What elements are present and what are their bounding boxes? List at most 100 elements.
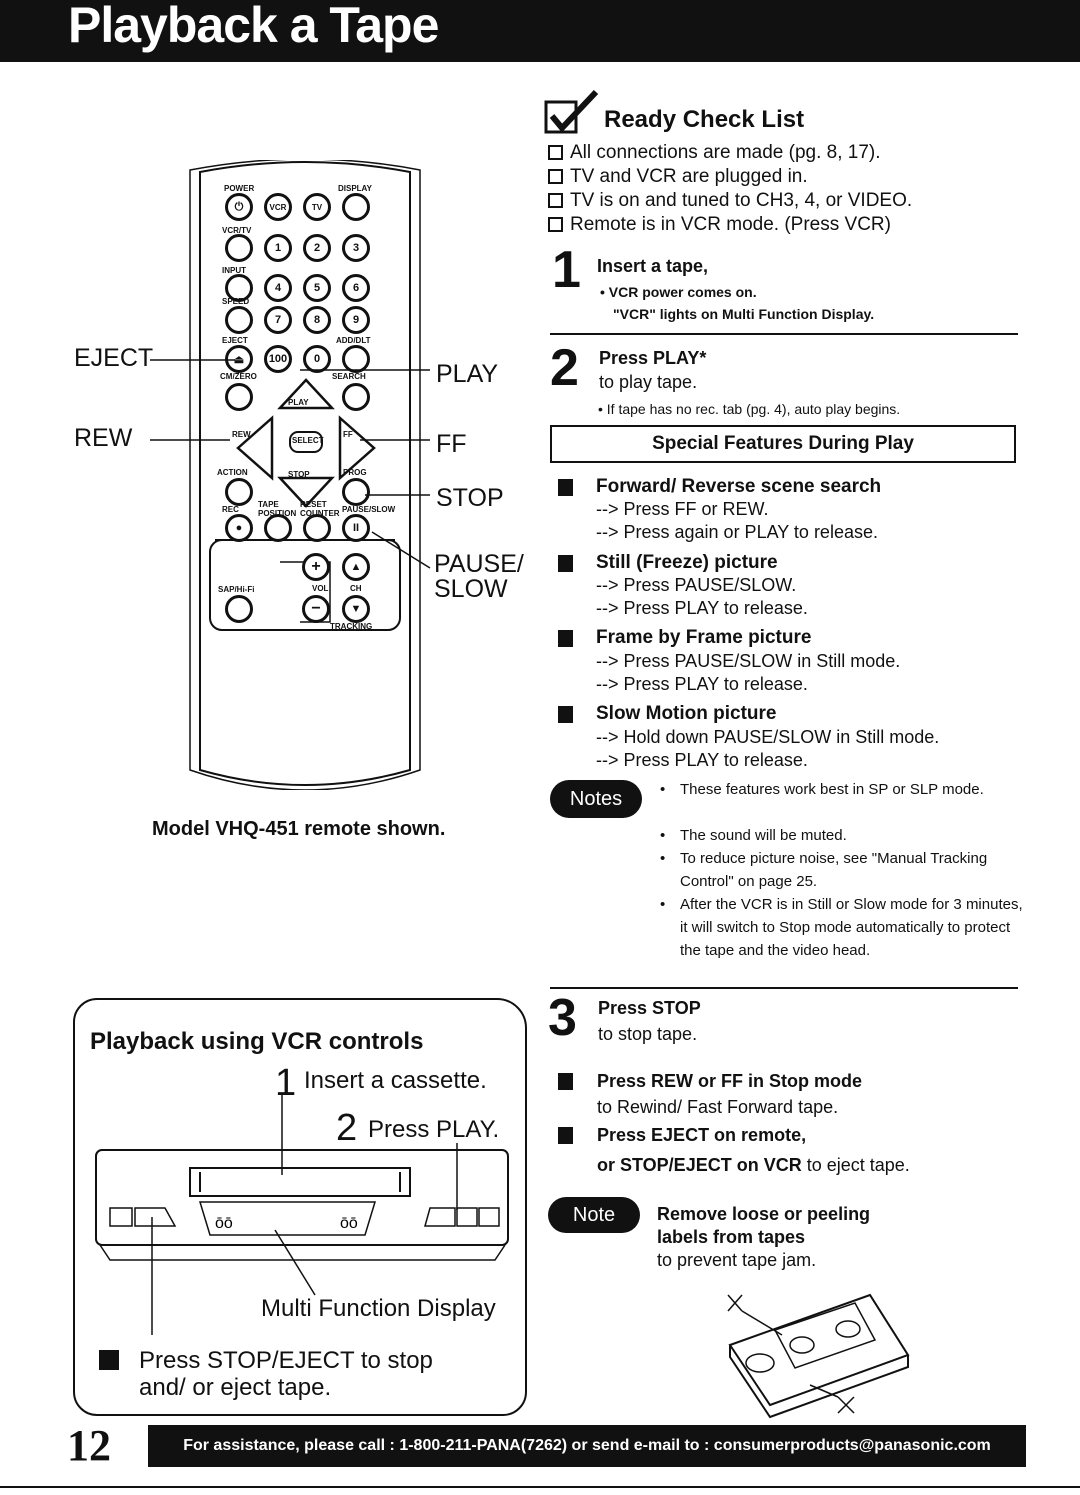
sapmhifi-label: SAP/Hi-Fi [218,585,255,594]
eject-text-rest: to eject tape. [801,1155,910,1175]
vcr-stop-text: Press STOP/EJECT to stop [139,1347,433,1374]
note2-title: labels from tapes [657,1227,806,1247]
note-item: The sound will be muted. [660,824,1025,847]
checkbox-icon [548,145,563,160]
step1-note: "VCR" lights on Multi Function Display. [613,306,875,322]
ch-label: CH [350,584,362,593]
vol-down-button: − [302,595,330,623]
sapmhifi-button [225,595,253,623]
bullet-square-icon [558,706,573,723]
eject-label: EJECT [222,336,248,345]
vol-up-button: + [302,553,330,581]
play-key-label: PLAY [288,398,309,407]
prog-label: PROG [343,468,367,477]
rew-ff-title: Press REW or FF in Stop mode [597,1071,863,1091]
vcr-button: VCR [264,193,292,221]
pause-slow-button: II [342,514,370,542]
divider [550,987,1018,989]
feature-title: Frame by Frame picture [596,627,812,648]
checkbox-icon [548,169,563,184]
digit-8-button: 8 [303,306,331,334]
note-item: To reduce picture noise, see "Manual Tra… [660,847,1025,893]
feature-line: --> Press again or PLAY to release. [596,522,878,542]
checkbox-icon [548,217,563,232]
vcr-step2-text: Press PLAY. [368,1116,500,1143]
digit-7-button: 7 [264,306,292,334]
checklist-item-text: Remote is in VCR mode. (Press VCR) [570,214,891,235]
digit-3-button: 3 [342,234,370,262]
bullet-square-icon [99,1350,119,1370]
checkmark-icon [544,89,599,134]
vol-up-sign: + [311,558,321,575]
feature-line: --> Press PLAY to release. [596,674,808,694]
checklist-item-text: TV is on and tuned to CH3, 4, or VIDEO. [570,190,913,211]
action-label: ACTION [217,468,248,477]
digit-0-button: 0 [303,345,331,373]
step2-text: to play tape. [599,372,698,392]
checklist-item: TV and VCR are plugged in. [548,166,808,188]
vcr-step1-text: Insert a cassette. [304,1067,487,1094]
feature-line: --> Press PAUSE/SLOW. [596,575,797,595]
tape-position-button [264,514,292,542]
vcr-front-panel-illustration: ōō ōō [95,1095,509,1335]
vcr-step1-number: 1 [275,1062,297,1104]
prog-button [342,478,370,506]
eject-text: or STOP/EJECT on VCR to eject tape. [597,1155,910,1176]
digit-6-button: 6 [342,274,370,302]
ch-up-icon: ▲ [342,553,370,581]
checklist-item: Remote is in VCR mode. (Press VCR) [548,214,891,236]
note2-title: Remove loose or peeling [657,1204,871,1224]
tv-button-label: TV [311,202,323,212]
divider [550,333,1018,335]
note-item: These features work best in SP or SLP mo… [660,778,1025,801]
vcr-step2-number: 2 [336,1107,358,1149]
svg-text:ōō: ōō [215,1215,233,1232]
tv-button: TV [303,193,331,221]
step3-title: Press STOP [598,998,701,1018]
stop-key-label: STOP [288,470,310,479]
play-callout: PLAY [436,360,499,388]
feature-title: Still (Freeze) picture [596,552,778,573]
feature-line: --> Press FF or REW. [596,499,769,519]
note-badge: Note [548,1197,640,1233]
select-key-label: SELECT [292,436,324,445]
feature-line: --> Press PLAY to release. [596,750,808,770]
feature-title: Slow Motion picture [596,703,777,724]
tape-position-label: TAPE POSITION [258,500,296,518]
bullet-square-icon [558,555,573,572]
rec-label: REC [222,505,239,514]
digit-100-button: 100 [264,345,292,373]
digit-1-button: 1 [264,234,292,262]
checklist-item: All connections are made (pg. 8, 17). [548,142,881,164]
tracking-label: TRACKING [330,622,373,631]
eject-callout: EJECT [74,344,154,372]
checklist-title: Ready Check List [604,106,805,133]
pause-slow-key-label: PAUSE/SLOW [342,505,396,514]
cmzero-label: CM/ZERO [220,372,257,381]
search-button [342,383,370,411]
ff-key-label: FF [343,430,353,439]
bullet-square-icon [558,479,573,496]
feature-line: --> Hold down PAUSE/SLOW in Still mode. [596,727,940,747]
adddlt-button [342,345,370,373]
rew-key-label: REW [232,430,251,439]
vcr-controls-title: Playback using VCR controls [90,1028,424,1055]
eject-title: Press EJECT on remote, [597,1125,807,1145]
feature-title: Forward/ Reverse scene search [596,476,882,497]
digit-4-button: 4 [264,274,292,302]
assistance-footer: For assistance, please call : 1-800-211-… [148,1425,1026,1467]
page-title: Playback a Tape [68,0,439,53]
rec-button-icon: ● [225,514,253,542]
step1-number: 1 [552,241,581,299]
multi-function-display-label: Multi Function Display [261,1295,496,1322]
cmzero-button [225,383,253,411]
display-label: DISPLAY [338,184,372,193]
cassette-tape-illustration [727,1293,910,1419]
reset-counter-label: RESET COUNTER [300,500,340,518]
action-button [225,478,253,506]
bullet-square-icon [558,1127,573,1144]
feature-line: --> Press PAUSE/SLOW in Still mode. [596,651,901,671]
step1-title: Insert a tape, [597,256,709,276]
bullet-square-icon [558,630,573,647]
checkbox-icon [548,193,563,208]
